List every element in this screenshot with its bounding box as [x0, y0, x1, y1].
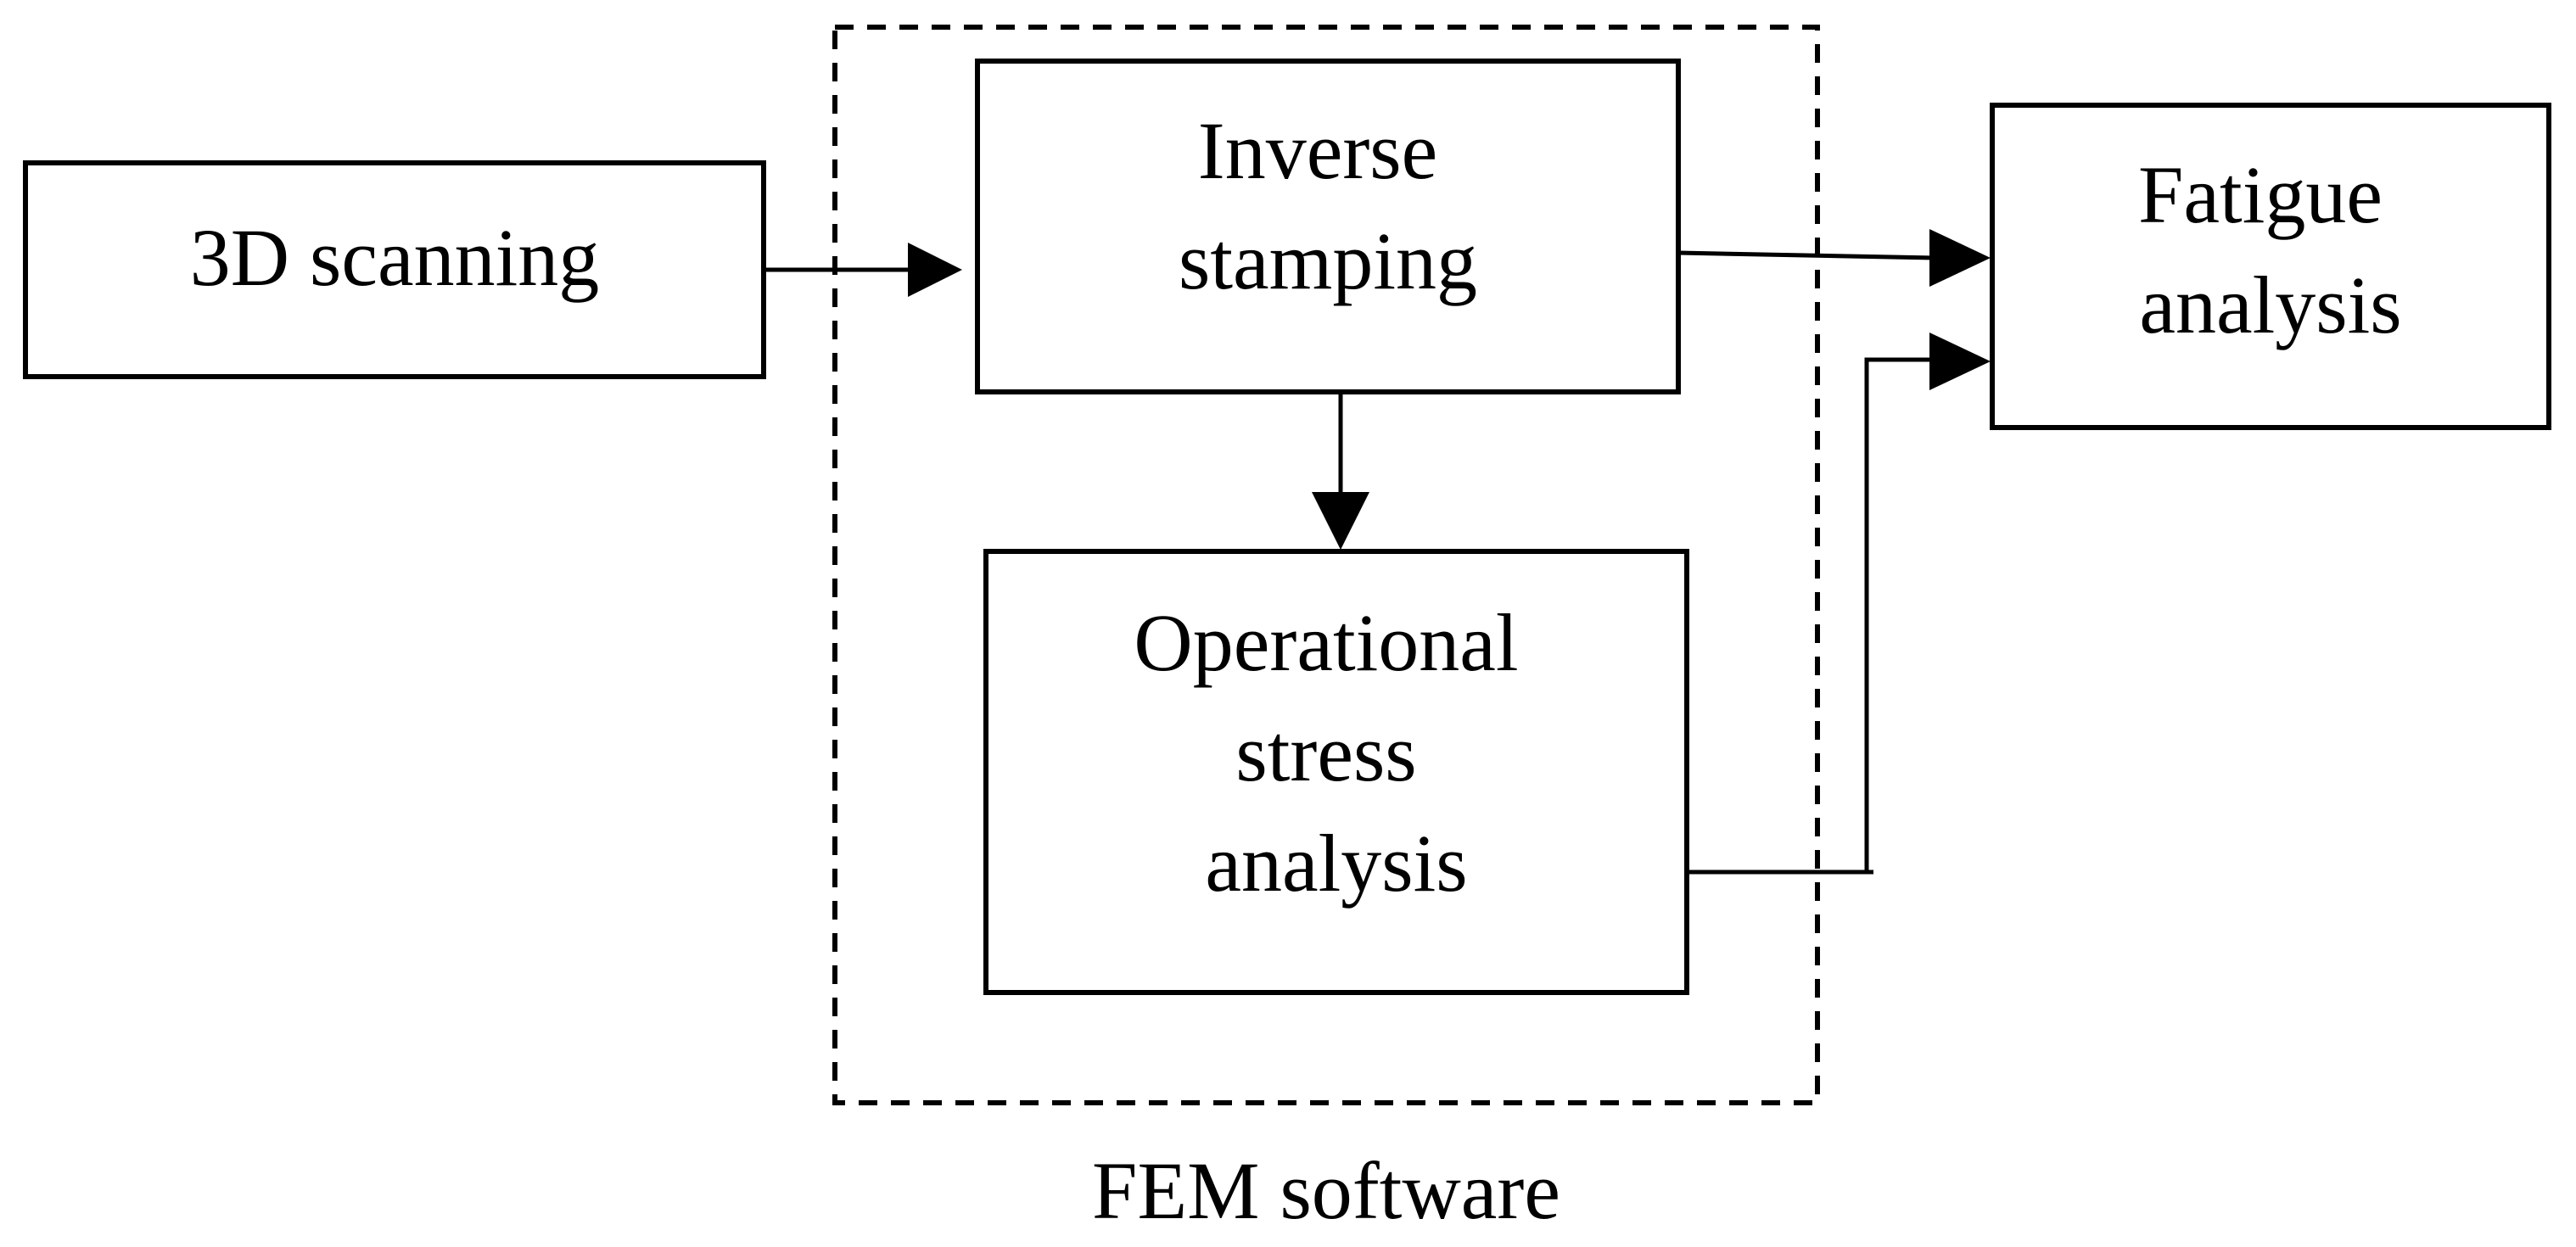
- arrowhead-icon: [1929, 229, 1991, 287]
- node-operational-stress-analysis-label: Operational stress analysis: [1134, 597, 1538, 909]
- node-fatigue-analysis: Fatigue analysis: [1990, 103, 2551, 430]
- fem-software-group: [832, 25, 1820, 1105]
- edge-operational-stress-to-fatigue: [1687, 333, 1991, 875]
- node-fatigue-analysis-label: Fatigue analysis: [2138, 149, 2403, 350]
- node-inverse-stamping-label: Inverse stamping: [1179, 105, 1477, 306]
- node-3d-scanning: 3D scanning: [23, 160, 766, 379]
- edge-inverse-stamping-to-operational-stress: [1312, 392, 1369, 550]
- node-operational-stress-analysis: Operational stress analysis: [983, 549, 1689, 995]
- edge-inverse-stamping-to-fatigue: [1677, 229, 1991, 287]
- node-inverse-stamping: Inverse stamping: [975, 59, 1681, 394]
- arrowhead-icon: [908, 243, 962, 297]
- arrowhead-icon: [1929, 333, 1991, 390]
- node-3d-scanning-label: 3D scanning: [190, 212, 600, 303]
- edge-scanning-to-inverse-stamping: [764, 243, 962, 297]
- fem-software-label: FEM software: [1092, 1145, 1560, 1236]
- arrowhead-icon: [1312, 492, 1369, 550]
